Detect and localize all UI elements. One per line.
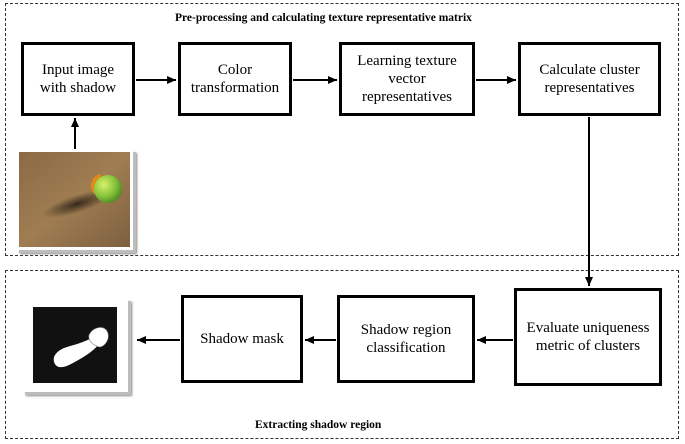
input-photo-thumbnail [16,149,133,250]
shadow-classification-box: Shadow region classification [337,295,475,383]
calculate-cluster-label: Calculate cluster representatives [539,62,640,96]
preprocessing-panel-title: Pre-processing and calculating texture r… [175,12,472,24]
extraction-panel-title: Extracting shadow region [255,419,382,431]
learning-texture-label: Learning texture vector representatives [357,53,457,105]
color-transformation-label: Color transformation [190,62,280,96]
shadow-mask-image [33,307,117,383]
input-photo-image [19,152,130,247]
evaluate-uniqueness-label: Evaluate uniqueness metric of clusters [526,320,650,354]
shadow-classification-label: Shadow region classification [360,322,452,356]
color-transformation-box: Color transformation [178,42,292,116]
input-image-label: Input image with shadow [39,62,117,96]
shadow-mask-label: Shadow mask [200,331,284,347]
evaluate-uniqueness-box: Evaluate uniqueness metric of clusters [514,288,662,386]
extraction-panel [5,270,679,439]
learning-texture-box: Learning texture vector representatives [339,42,475,116]
shadow-mask-thumbnail [22,298,128,392]
shadow-mask-box: Shadow mask [181,295,303,383]
input-image-box: Input image with shadow [21,42,135,116]
preprocessing-panel [5,3,679,256]
calculate-cluster-box: Calculate cluster representatives [518,42,661,116]
